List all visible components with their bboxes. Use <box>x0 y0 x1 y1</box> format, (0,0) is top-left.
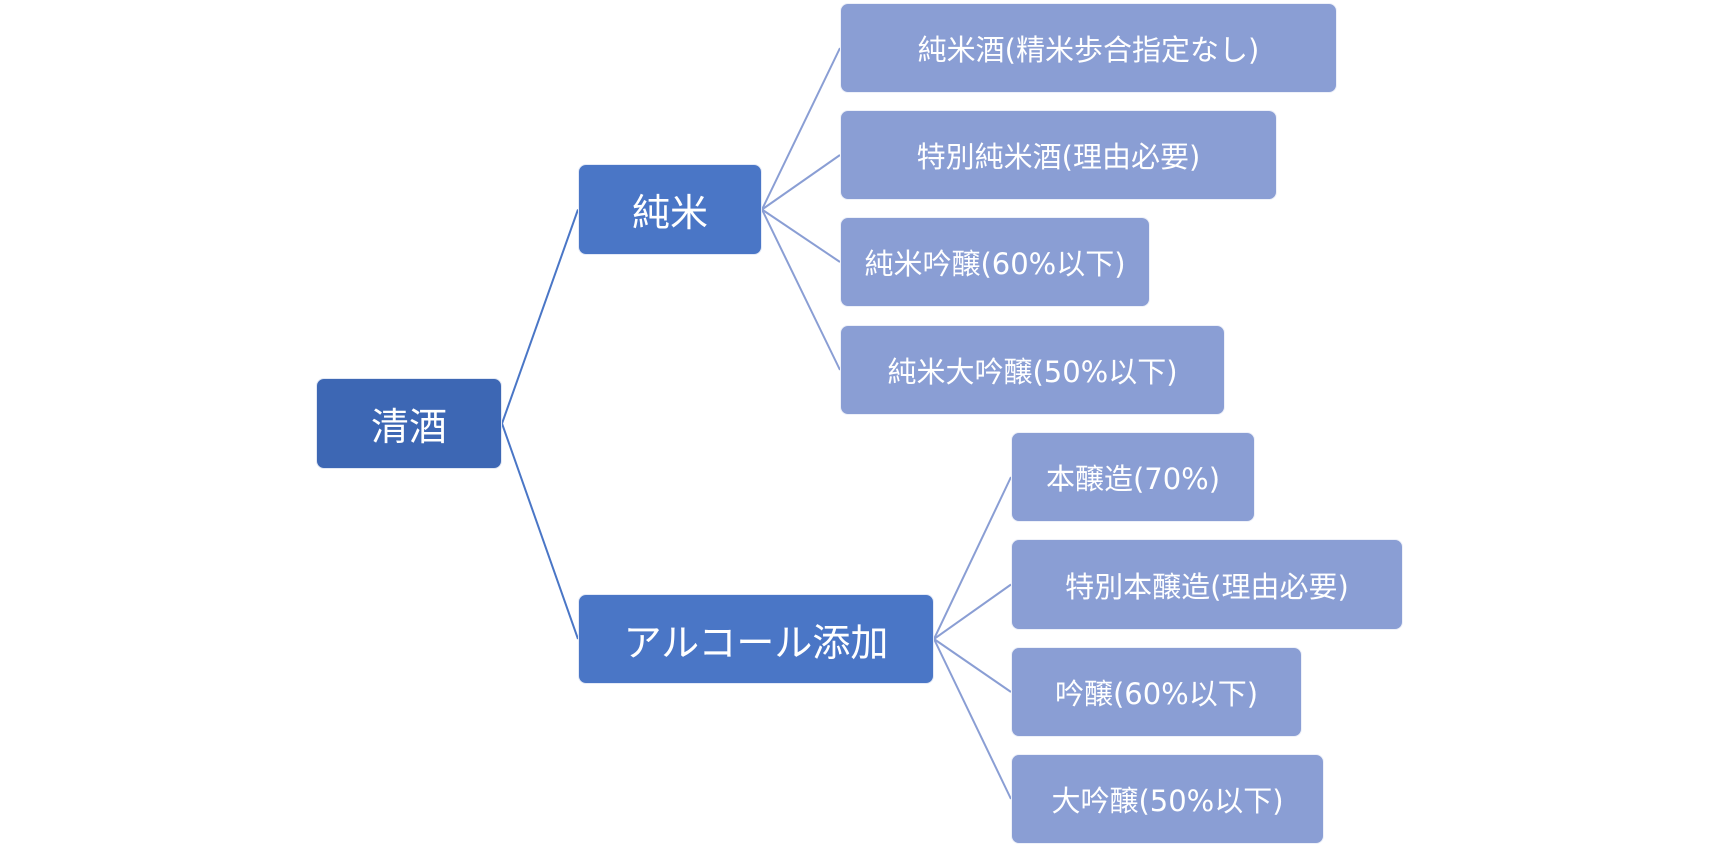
node-label: アルコール添加 <box>623 620 889 665</box>
node-label: 大吟醸(50%以下) <box>1051 784 1284 818</box>
branch-node-junmai[interactable]: 純米 <box>578 164 762 255</box>
connector-branch-1-to-leaf-2 <box>933 638 1012 693</box>
leaf-node-junmaishu[interactable]: 純米酒(精米歩合指定なし) <box>840 3 1337 93</box>
node-label: 特別純米酒(理由必要) <box>916 140 1201 174</box>
connector-branch-0-to-leaf-0 <box>761 47 841 210</box>
node-label: 純米吟醸(60%以下) <box>864 247 1126 281</box>
node-label: 特別本醸造(理由必要) <box>1065 569 1349 604</box>
leaf-node-honjozo[interactable]: 本醸造(70%) <box>1011 432 1255 522</box>
leaf-node-junmai-daiginjo[interactable]: 純米大吟醸(50%以下) <box>840 325 1225 415</box>
node-label: 純米酒(精米歩合指定なし) <box>917 33 1260 67</box>
connector-branch-1-to-leaf-0 <box>933 476 1012 640</box>
leaf-node-junmai-ginjo[interactable]: 純米吟醸(60%以下) <box>840 217 1150 307</box>
node-label: 吟醸(60%以下) <box>1054 677 1259 711</box>
branch-node-alcohol-added[interactable]: アルコール添加 <box>578 594 934 684</box>
connector-branch-1-to-leaf-3 <box>933 638 1012 800</box>
connector-branch-0-to-leaf-1 <box>761 154 841 211</box>
leaf-node-tokubetsu-honjozo[interactable]: 特別本醸造(理由必要) <box>1011 539 1403 630</box>
connector-branch-0-to-leaf-2 <box>761 208 841 263</box>
connector-branch-1-to-leaf-1 <box>933 583 1012 640</box>
connector-branch-0-to-leaf-3 <box>761 209 841 371</box>
node-label: 清酒 <box>370 405 447 449</box>
root-node-seishu[interactable]: 清酒 <box>316 378 502 469</box>
node-label: 純米 <box>631 191 708 235</box>
connector-root-to-branch-0 <box>501 209 579 424</box>
connector-root-to-branch-1 <box>501 423 579 640</box>
leaf-node-tokubetsu-junmaishu[interactable]: 特別純米酒(理由必要) <box>840 110 1277 200</box>
leaf-node-daiginjo[interactable]: 大吟醸(50%以下) <box>1011 754 1324 844</box>
node-label: 純米大吟醸(50%以下) <box>887 355 1178 389</box>
leaf-node-ginjo[interactable]: 吟醸(60%以下) <box>1011 647 1302 737</box>
node-label: 本醸造(70%) <box>1045 462 1221 496</box>
